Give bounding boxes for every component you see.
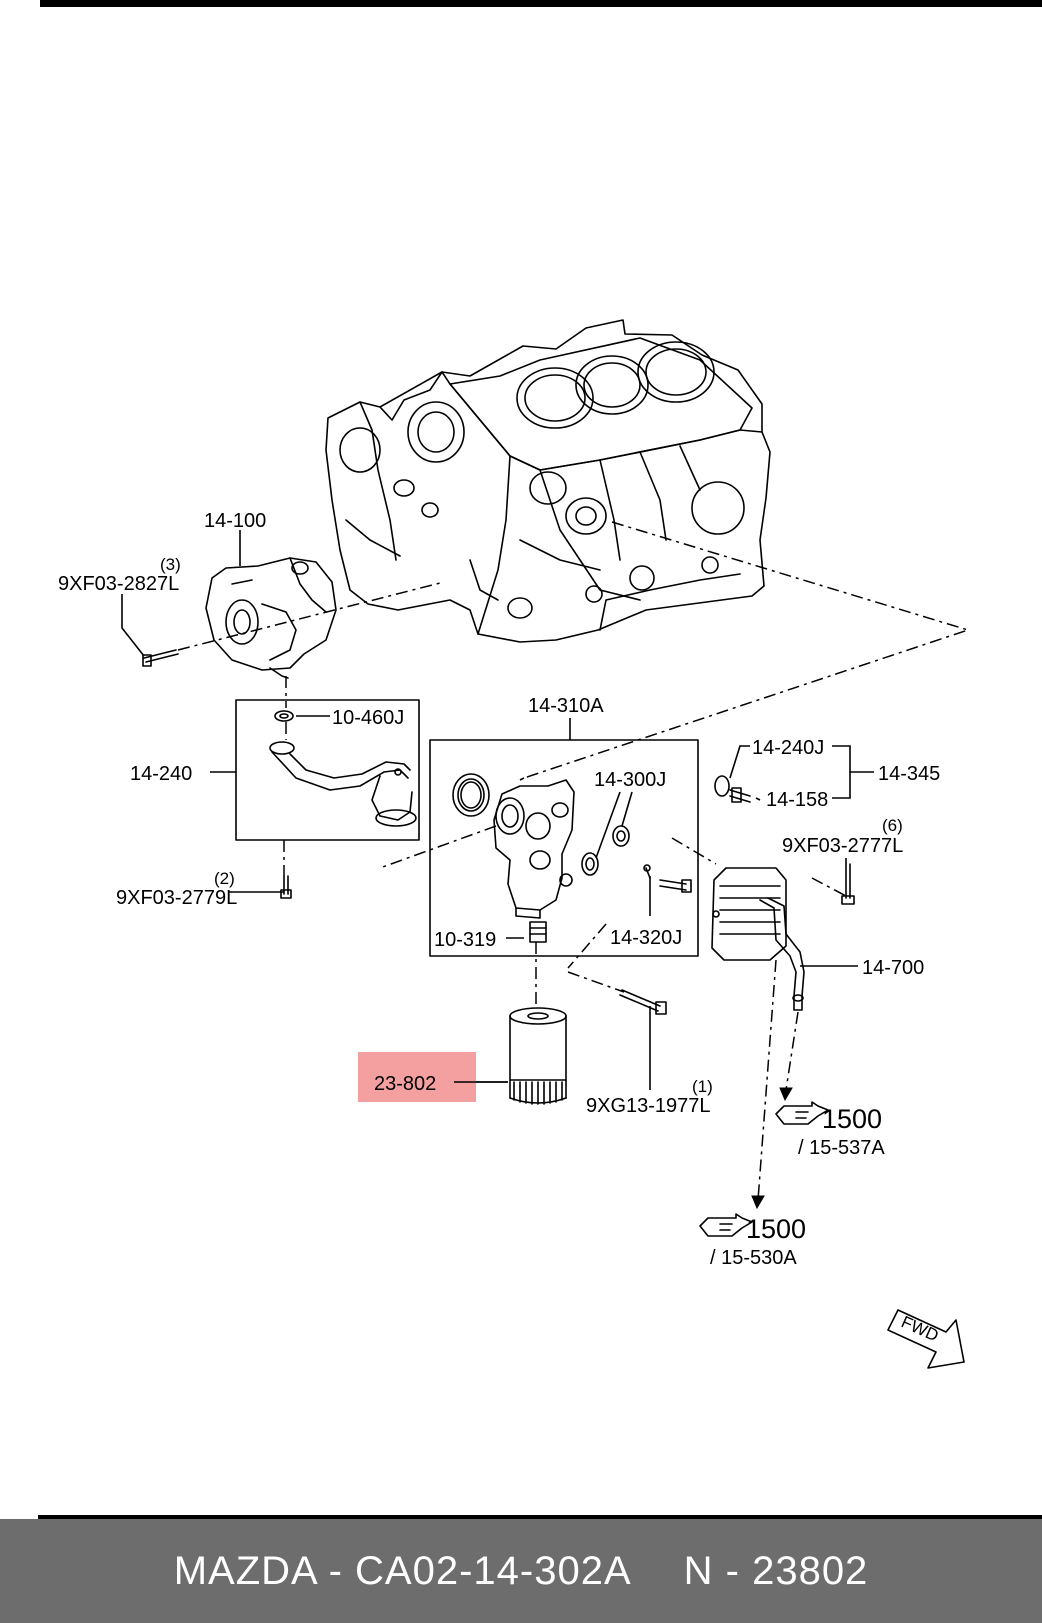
qty-label: (6) xyxy=(882,816,903,835)
label-10-319: 10-319 xyxy=(434,929,496,951)
oring-bolt-drawing xyxy=(714,775,751,803)
label-23-802: 23-802 xyxy=(374,1073,436,1095)
label-14-100: 14-100 xyxy=(204,510,266,532)
label-14-320j: 14-320J xyxy=(610,927,682,949)
ref-15-537a: / 15-537A xyxy=(798,1137,885,1159)
bolt-2777-drawing xyxy=(841,863,855,905)
label-14-158: 14-158 xyxy=(766,789,828,811)
part-highlight xyxy=(358,1052,476,1102)
label-14-700: 14-700 xyxy=(862,957,924,979)
qty-label: (2) xyxy=(214,869,235,888)
footer-border xyxy=(38,1515,1042,1520)
engine-block-drawing xyxy=(325,319,771,643)
label-9xf03-2827l: 9XF03-2827L xyxy=(58,573,179,595)
ref-1500-b: 1500 xyxy=(746,1214,806,1244)
label-14-240j: 14-240J xyxy=(752,737,824,759)
ref-15-530a: / 15-530A xyxy=(710,1247,797,1269)
bolt-2779-drawing xyxy=(280,875,292,899)
label-14-240: 14-240 xyxy=(130,763,192,785)
label-9xg13-1977l: 9XG13-1977L xyxy=(586,1095,711,1117)
label-10-460j: 10-460J xyxy=(332,707,404,729)
footer-part-number: MAZDA - CA02-14-302A xyxy=(173,1548,632,1593)
hand-pointer-icon xyxy=(775,1101,829,1125)
footer-diagram-number: N - 23802 xyxy=(683,1548,869,1593)
label-9xf03-2779l: 9XF03-2779L xyxy=(116,887,237,909)
qty-label: (3) xyxy=(160,555,181,574)
oil-pump-drawing xyxy=(205,557,337,679)
exploded-view-diagram: 14-100 (3) 9XF03-2827L 10-460J 14-240 (2… xyxy=(58,319,971,1369)
qty-label: (1) xyxy=(692,1077,713,1096)
fwd-arrow-icon xyxy=(887,1309,965,1369)
top-border xyxy=(40,0,1042,7)
oil-filter-drawing xyxy=(509,1007,567,1105)
leader-lines xyxy=(121,530,874,1090)
arrowheads xyxy=(751,1087,793,1210)
oil-strainer-drawing xyxy=(269,710,417,827)
label-9xf03-2777l: 9XF03-2777L xyxy=(782,835,903,857)
label-14-310a: 14-310A xyxy=(528,695,604,717)
filter-housing-drawing xyxy=(452,773,692,943)
guide-lines xyxy=(177,521,971,1201)
label-14-300j: 14-300J xyxy=(594,769,666,791)
filter-housing-group-box xyxy=(429,739,699,957)
strainer-group-box xyxy=(235,699,420,841)
part-labels: 14-100 (3) 9XF03-2827L 10-460J 14-240 (2… xyxy=(58,510,941,1345)
hand-pointer-icon xyxy=(699,1213,753,1237)
footer-bar xyxy=(0,1519,1042,1623)
fwd-label: FWD xyxy=(898,1312,941,1345)
oil-cooler-drawing xyxy=(711,867,805,1011)
long-bolt-drawing xyxy=(619,989,667,1015)
label-14-345: 14-345 xyxy=(878,763,940,785)
bolt-2827-drawing xyxy=(142,649,179,667)
footer-caption: MAZDA - CA02-14-302A N - 23802 xyxy=(0,1519,1042,1623)
ref-1500-a: 1500 xyxy=(822,1104,882,1134)
